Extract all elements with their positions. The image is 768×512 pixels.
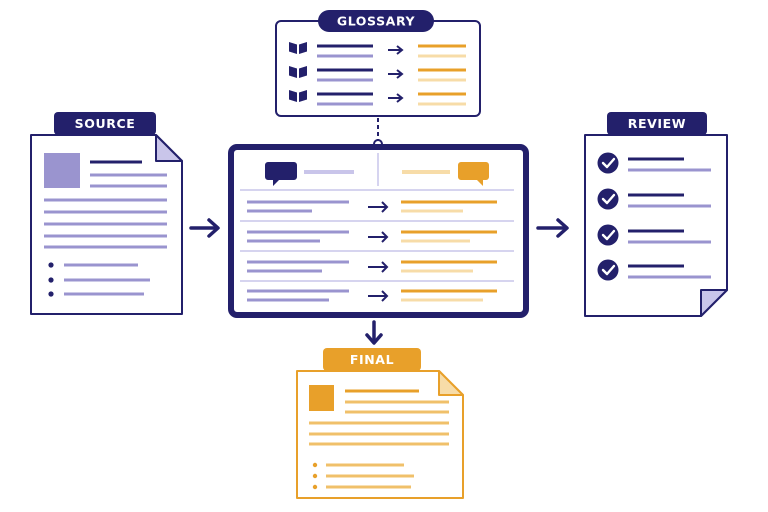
bullet-dot xyxy=(48,291,54,297)
right-arrow-icon xyxy=(368,261,389,273)
final-tag-label: FINAL xyxy=(350,352,394,367)
bullet-dot xyxy=(312,462,318,468)
flow-arrow-icon xyxy=(365,320,383,345)
right-arrow-icon xyxy=(388,45,404,55)
source-document: SOURCE xyxy=(30,112,183,315)
check-circle-icon xyxy=(597,224,619,246)
flow-arrow-icon xyxy=(536,218,569,238)
right-arrow-icon xyxy=(368,231,389,243)
glossary-row xyxy=(289,42,466,58)
glossary-row xyxy=(289,66,466,82)
review-checklist-item xyxy=(597,224,711,246)
source-tag-label: SOURCE xyxy=(75,116,136,131)
final-page-fold xyxy=(438,370,464,396)
right-arrow-icon xyxy=(388,93,404,103)
open-book-icon xyxy=(289,90,307,102)
final-tag xyxy=(323,348,421,371)
right-arrow-icon xyxy=(368,290,389,302)
glossary-tag xyxy=(318,10,434,32)
editor-frame xyxy=(228,144,529,318)
review-checklist-item xyxy=(597,259,711,281)
segment-row xyxy=(247,289,497,302)
speech-bubble-icon xyxy=(458,162,489,186)
review-checklist-item xyxy=(597,152,711,174)
glossary-row xyxy=(289,90,466,106)
review-page-fold xyxy=(700,289,728,317)
glossary-panel: GLOSSARY xyxy=(275,10,481,117)
segment-row xyxy=(247,200,497,213)
review-tag-label: REVIEW xyxy=(628,116,686,131)
source-page-fold xyxy=(155,134,183,162)
translation-editor xyxy=(228,144,529,318)
flow-arrow-icon xyxy=(189,218,220,238)
open-book-icon xyxy=(289,66,307,78)
open-book-icon xyxy=(289,42,307,54)
glossary-tag-label: GLOSSARY xyxy=(337,14,416,29)
final-image-placeholder xyxy=(309,385,334,411)
source-tag xyxy=(54,112,156,135)
speech-bubble-icon xyxy=(265,162,297,186)
right-arrow-icon xyxy=(388,69,404,79)
bullet-dot xyxy=(48,277,54,283)
review-tag xyxy=(607,112,707,135)
review-checklist-item xyxy=(597,188,711,210)
final-document: FINAL xyxy=(296,348,464,499)
review-document: REVIEW xyxy=(584,112,728,317)
check-circle-icon xyxy=(597,259,619,281)
bullet-dot xyxy=(48,262,54,268)
right-arrow-icon xyxy=(368,201,389,213)
bullet-dot xyxy=(312,473,318,479)
check-circle-icon xyxy=(597,152,619,174)
check-circle-icon xyxy=(597,188,619,210)
source-image-placeholder xyxy=(44,153,80,188)
segment-row xyxy=(247,260,497,273)
segment-row xyxy=(247,230,497,243)
bullet-dot xyxy=(312,484,318,490)
